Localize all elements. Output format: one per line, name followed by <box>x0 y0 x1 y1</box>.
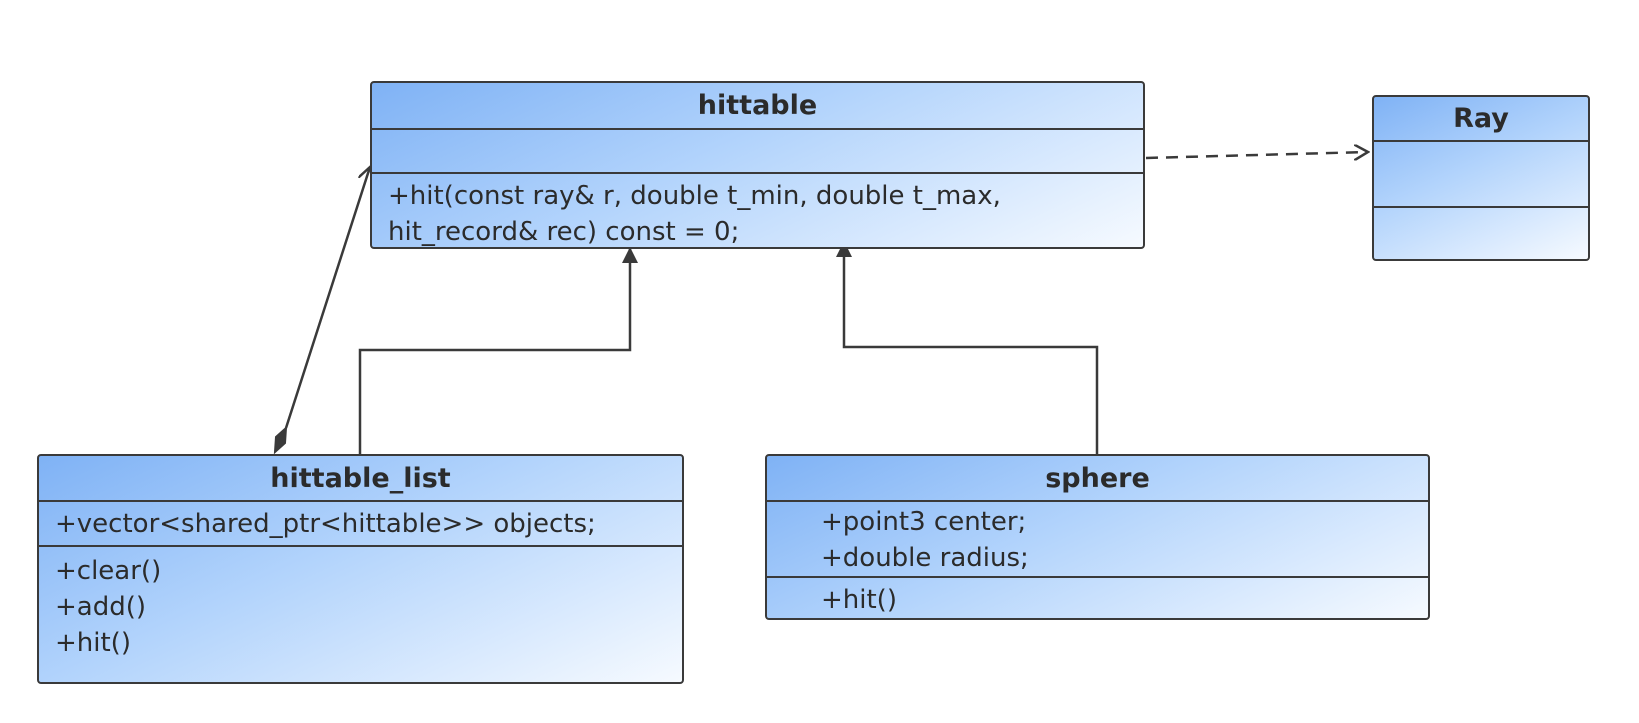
inheritance-line-hittable-list <box>358 247 638 454</box>
attribute-line: +vector<shared_ptr<hittable>> objects; <box>55 509 596 539</box>
class-name: hittable_list <box>39 456 682 502</box>
method-line: +hit() <box>55 628 131 658</box>
method-line: +clear() <box>55 556 162 586</box>
class-name: hittable <box>372 83 1143 130</box>
method-line: +add() <box>55 592 147 622</box>
method-line: hit_record& rec) const = 0; <box>388 217 740 247</box>
composition-diamond <box>273 425 288 455</box>
class-hittable-list[interactable]: hittable_list +vector<shared_ptr<hittabl… <box>37 454 684 684</box>
class-hittable[interactable]: hittable +hit(const ray& r, double t_min… <box>370 81 1145 249</box>
attributes-compartment: +vector<shared_ptr<hittable>> objects; <box>39 502 682 547</box>
attributes-compartment <box>372 130 1143 174</box>
inheritance-line-sphere <box>836 241 1099 454</box>
class-ray[interactable]: Ray <box>1372 95 1590 261</box>
method-line: +hit(const ray& r, double t_min, double … <box>388 181 1001 211</box>
methods-compartment: +hit(const ray& r, double t_min, double … <box>372 174 1143 247</box>
attributes-compartment: +point3 center; +double radius; <box>767 502 1428 578</box>
attribute-line: +double radius; <box>821 543 1029 573</box>
dependency-line <box>1145 152 1368 158</box>
attribute-line: +point3 center; <box>821 507 1027 537</box>
class-name: Ray <box>1374 97 1588 142</box>
attributes-compartment <box>1374 142 1588 208</box>
composition-line <box>284 167 370 429</box>
methods-compartment: +clear() +add() +hit() <box>39 547 682 661</box>
method-line: +hit() <box>821 585 897 615</box>
class-name: sphere <box>767 456 1428 502</box>
class-sphere[interactable]: sphere +point3 center; +double radius; +… <box>765 454 1430 620</box>
methods-compartment: +hit() <box>767 578 1428 618</box>
